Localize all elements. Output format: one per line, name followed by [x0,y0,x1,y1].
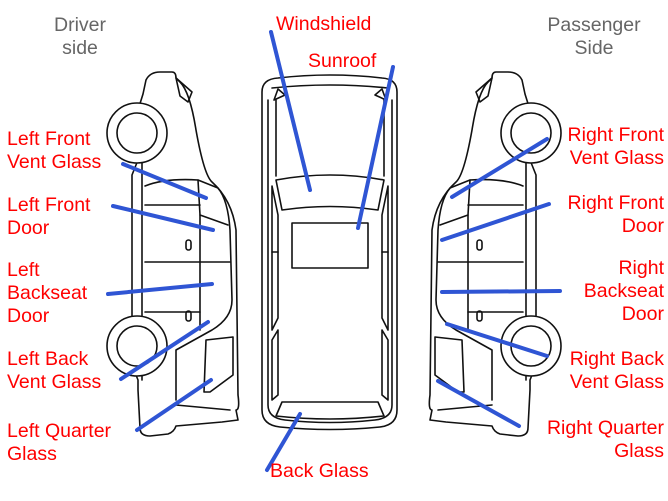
label-right-front-vent-glass: Right Front Vent Glass [567,124,664,169]
pointer-left-front-door [111,204,215,232]
pointer-right-front-door [440,202,551,242]
label-left-front-door: Left Front Door [7,194,91,239]
label-left-back-vent-glass: Left Back Vent Glass [7,348,102,393]
pointer-right-back-vent [445,322,549,358]
label-back-glass: Back Glass [270,460,369,482]
label-right-quarter-glass: Right Quarter Glass [546,417,664,462]
pointer-sunroof [356,65,395,230]
pointer-windshield [269,30,312,192]
top-view-car [261,74,398,431]
label-right-back-vent-glass: Right Back Vent Glass [569,348,664,393]
driver-side-title: Driver side [54,14,106,59]
passenger-side-title: Passenger Side [547,14,641,59]
label-right-backseat-door: Right Backseat Door [583,257,664,325]
pointer-right-backseat-door [440,289,562,294]
pointer-left-front-vent [121,162,208,200]
label-windshield: Windshield [276,13,372,35]
pointer-left-back-vent [119,320,210,381]
label-left-backseat-door: Left Backseat Door [7,259,88,327]
pointer-left-backseat-door [106,282,214,296]
pointer-back-glass [265,412,302,472]
label-sunroof: Sunroof [308,50,377,72]
pointer-right-quarter [436,379,521,428]
pointer-right-front-vent [450,137,549,199]
pointer-left-quarter [135,378,213,432]
passenger-side-car [428,71,562,437]
driver-side-car [106,71,240,437]
label-left-front-vent-glass: Left Front Vent Glass [7,128,102,173]
label-left-quarter-glass: Left Quarter Glass [7,420,112,465]
label-right-front-door: Right Front Door [567,192,664,237]
